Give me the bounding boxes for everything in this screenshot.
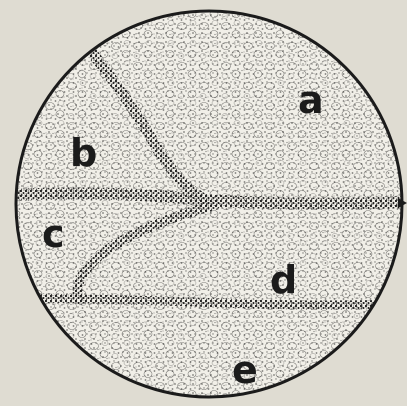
region-label-a: a [298, 78, 324, 122]
region-label-e: e [232, 348, 258, 392]
region-label-d: d [270, 258, 297, 302]
region-label-b: b [70, 131, 97, 175]
region-label-c: c [42, 212, 65, 256]
